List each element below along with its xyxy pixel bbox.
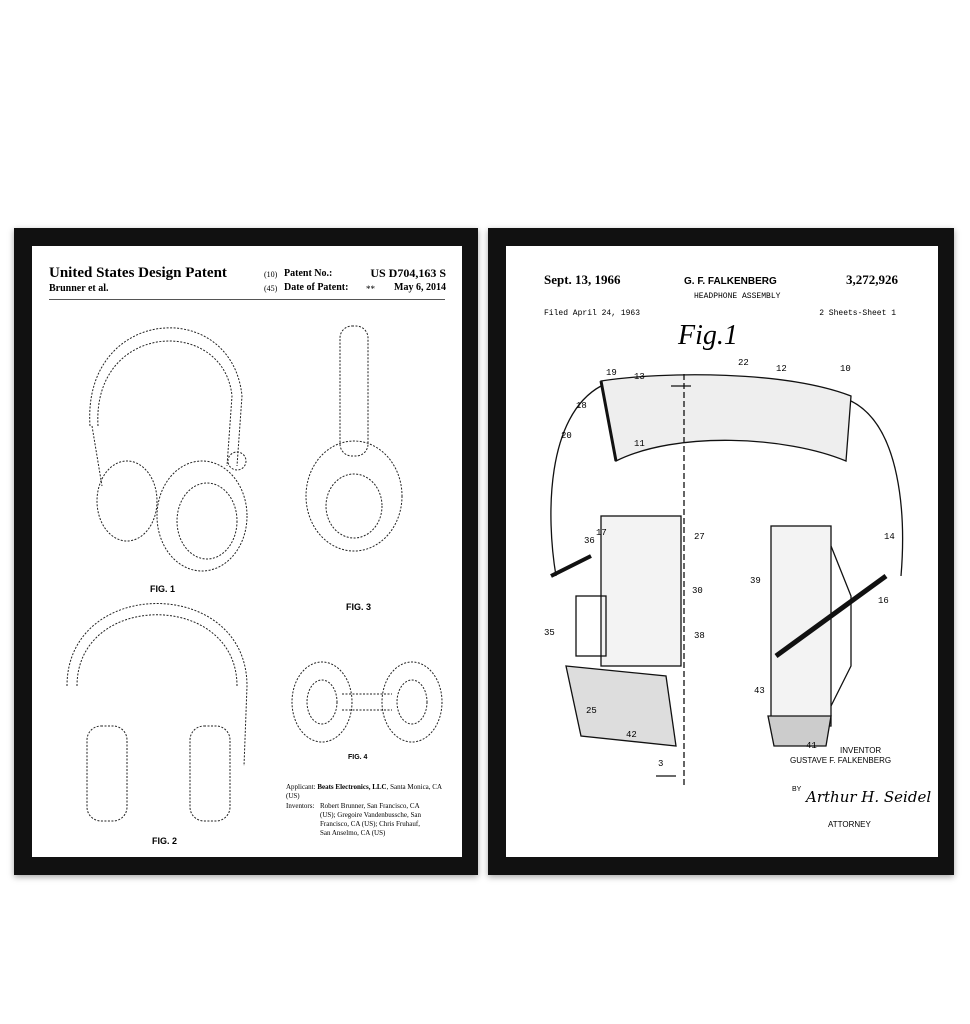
- reference-number: 38: [694, 631, 705, 641]
- patent-number: US D704,163 S: [370, 266, 446, 280]
- label: Date of Patent:: [284, 282, 349, 293]
- attorney-label: ATTORNEY: [828, 820, 871, 829]
- reference-number: 20: [561, 431, 572, 441]
- reference-number: 13: [634, 372, 645, 382]
- inventor-header: G. F. FALKENBERG: [684, 276, 777, 287]
- fig-3-label: FIG. 3: [346, 602, 372, 612]
- patent-number: 3,272,926: [846, 272, 898, 287]
- applicant-label: Applicant:: [286, 783, 316, 791]
- patent-date: May 6, 2014: [394, 282, 446, 293]
- left-poster-frame: United States Design Patent Brunner et a…: [14, 228, 478, 875]
- patent-authors: Brunner et al.: [49, 283, 109, 294]
- attorney-signature: Arthur H. Seidel: [806, 788, 932, 806]
- headphone-drawings: [66, 325, 443, 822]
- fig-4-label: FIG. 4: [348, 754, 368, 761]
- reference-number: 41: [806, 741, 817, 751]
- right-poster-frame: Sept. 13, 1966 G. F. FALKENBERG 3,272,92…: [488, 228, 954, 875]
- reference-number: 30: [692, 586, 703, 596]
- inventor-label: INVENTOR: [840, 746, 882, 755]
- reference-number: 43: [754, 686, 765, 696]
- inventors-line: Robert Brunner, San Francisco, CA: [320, 802, 420, 810]
- reference-number: 25: [586, 706, 597, 716]
- reference-number: 22: [738, 358, 749, 368]
- reference-number: 35: [544, 628, 555, 638]
- reference-number: 12: [776, 364, 787, 374]
- filed-date: Filed April 24, 1963: [544, 309, 641, 318]
- design-patent-print: United States Design Patent Brunner et a…: [32, 246, 462, 857]
- headphone-cross-section-drawing: [550, 374, 904, 786]
- reference-number: 36: [584, 536, 595, 546]
- mark: **: [366, 284, 375, 294]
- label: Patent No.:: [284, 268, 333, 279]
- reference-number: 14: [884, 532, 895, 542]
- sheet-info: 2 Sheets-Sheet 1: [819, 309, 896, 318]
- applicant-location: , Santa Monica, CA (US): [286, 783, 442, 800]
- reference-number: 42: [626, 730, 637, 740]
- figure-title: Fig.1: [678, 320, 738, 351]
- reference-number: 19: [606, 368, 617, 378]
- reference-number: 11: [634, 439, 645, 449]
- headphone-assembly-patent-print: Sept. 13, 1966 G. F. FALKENBERG 3,272,92…: [506, 246, 938, 857]
- inventors-line: San Anselmo, CA (US): [320, 829, 386, 837]
- reference-number: 39: [750, 576, 761, 586]
- inventor-name: GUSTAVE F. FALKENBERG: [790, 756, 892, 765]
- reference-number: 17: [596, 528, 607, 538]
- inventors-list: Robert Brunner, San Francisco, CA (US); …: [320, 802, 421, 838]
- inventors-label: Inventors:: [286, 802, 315, 810]
- inventors-line: (US); Gregoire Vandenbussche, San: [320, 811, 421, 819]
- reference-number: 10: [840, 364, 851, 374]
- patent-date: Sept. 13, 1966: [544, 272, 621, 287]
- reference-number: 16: [878, 596, 889, 606]
- reference-number: 18: [576, 401, 587, 411]
- reference-number: 27: [694, 532, 705, 542]
- by-label: BY: [792, 786, 802, 793]
- fig-1-label: FIG. 1: [150, 584, 176, 594]
- divider: [49, 299, 445, 300]
- patent-title: United States Design Patent: [49, 265, 227, 281]
- inventors-line: Francisco, CA (US); Chris Fruhauf,: [320, 820, 420, 828]
- patent-title: HEADPHONE ASSEMBLY: [694, 292, 781, 301]
- code: (10): [264, 270, 278, 279]
- code: (45): [264, 284, 278, 293]
- applicant-block: Applicant: Beats Electronics, LLC, Santa…: [286, 783, 456, 801]
- section-mark: 3: [658, 759, 664, 769]
- applicant-name: Beats Electronics, LLC: [317, 783, 387, 791]
- fig-2-label: FIG. 2: [152, 836, 178, 846]
